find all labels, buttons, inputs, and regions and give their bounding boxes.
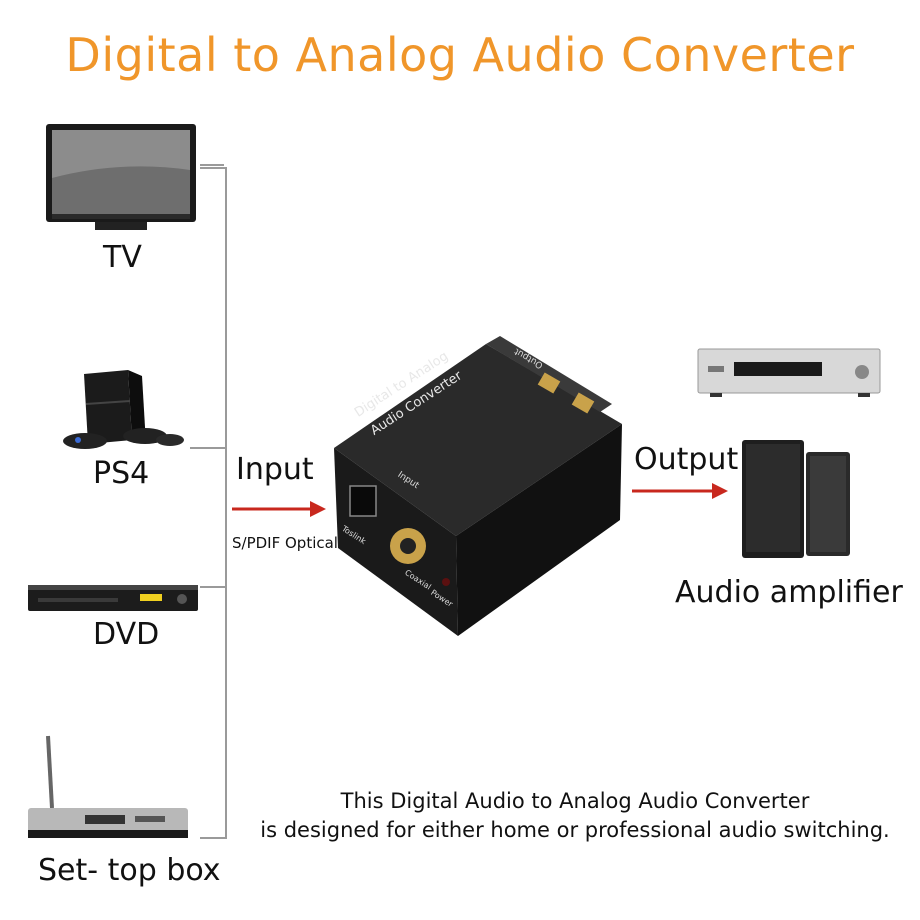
page-title: Digital to Analog Audio Converter [65,28,855,82]
output-label: Output [634,442,739,477]
set-top-box-icon [28,735,188,838]
speaker-icon [742,440,850,558]
tv-icon [46,124,196,230]
dvd-label: DVD [93,617,160,652]
input-label: Input [236,452,314,487]
description-line-2: is designed for either home or professio… [260,818,890,842]
bracket-line [200,167,227,839]
description: This Digital Audio to Analog Audio Conve… [230,787,920,845]
amplifier-label: Audio amplifier [675,575,903,610]
set-top-box-label: Set- top box [38,853,221,888]
output-arrow [632,483,728,499]
ps4-label: PS4 [93,456,150,491]
converter-box [334,336,622,636]
spdif-label: S/PDIF Optical [232,534,338,552]
dvd-icon [28,585,198,611]
tv-label: TV [103,240,142,275]
receiver-icon [697,348,881,397]
description-line-1: This Digital Audio to Analog Audio Conve… [340,789,810,813]
input-arrow [232,501,326,517]
connector-lines [190,164,227,839]
ps4-icon [63,370,184,449]
